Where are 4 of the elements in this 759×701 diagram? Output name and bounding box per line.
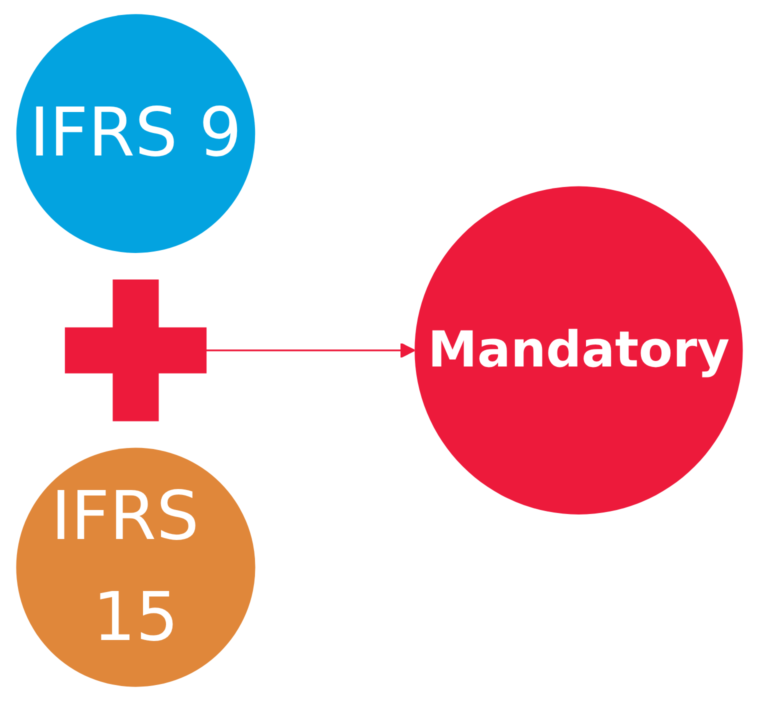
node-circle: IFRS 15 xyxy=(16,448,256,687)
node-circle: IFRS 9 xyxy=(16,14,256,253)
node-circle: Mandatory xyxy=(414,186,743,514)
node-plus xyxy=(64,280,207,422)
